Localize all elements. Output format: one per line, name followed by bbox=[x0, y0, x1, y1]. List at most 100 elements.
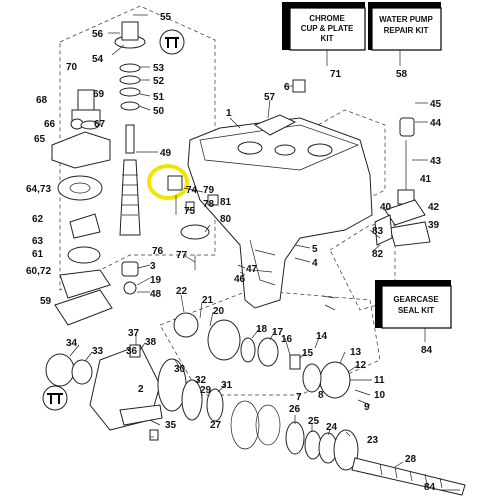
center-hardware bbox=[175, 194, 219, 270]
kit-ref-58: 58 bbox=[396, 69, 408, 80]
callout-label: 37 bbox=[128, 328, 140, 339]
water-pump-repair-kit: WATER PUMP REPAIR KIT 58 bbox=[368, 2, 442, 80]
callout-label: 82 bbox=[372, 249, 384, 260]
callout-label: 17 bbox=[272, 327, 284, 338]
kit-title-2: REPAIR KIT bbox=[384, 26, 429, 35]
callout-label: 33 bbox=[92, 346, 104, 357]
kit-ref-71: 71 bbox=[330, 69, 342, 80]
callout-label: 20 bbox=[213, 306, 225, 317]
callout-label: 1 bbox=[226, 108, 232, 119]
callout-label: 61 bbox=[32, 249, 44, 260]
callout-label: 84 bbox=[424, 482, 436, 493]
callout-label: 74 bbox=[186, 185, 198, 196]
callout-label: 9 bbox=[364, 402, 370, 413]
callout-label: 28 bbox=[405, 454, 417, 465]
callout-label: 55 bbox=[160, 12, 172, 23]
callout-label: 22 bbox=[176, 286, 188, 297]
callout-label: 16 bbox=[281, 334, 293, 345]
callout-label: 44 bbox=[430, 118, 442, 129]
callout-label: 60,72 bbox=[26, 266, 51, 277]
callout-label: 65 bbox=[34, 134, 46, 145]
leader-lines bbox=[69, 14, 460, 491]
callout-label: 32 bbox=[195, 375, 207, 386]
callout-label: 34 bbox=[66, 338, 78, 349]
callout-label: 43 bbox=[430, 156, 442, 167]
callout-label: 10 bbox=[374, 390, 386, 401]
callout-label: 8 bbox=[318, 390, 324, 401]
callout-label: 80 bbox=[220, 214, 232, 225]
callout-label: 15 bbox=[302, 348, 314, 359]
callout-label: 29 bbox=[200, 385, 212, 396]
highlight-ring bbox=[147, 164, 189, 200]
callout-label: 11 bbox=[374, 375, 385, 386]
callout-label: 46 bbox=[234, 274, 246, 285]
gearcase-housing bbox=[187, 117, 373, 309]
callout-label: 78 bbox=[203, 199, 215, 210]
pump-stack bbox=[114, 21, 146, 295]
callout-label: 4 bbox=[312, 258, 318, 269]
callout-label: 12 bbox=[355, 360, 367, 371]
callout-label: 77 bbox=[176, 250, 188, 261]
callout-label: 49 bbox=[160, 148, 172, 159]
callout-label: 64,73 bbox=[26, 184, 51, 195]
callout-labels: 55 56 54 53 52 51 50 70 69 68 66 67 65 6… bbox=[26, 12, 442, 493]
callout-label: 31 bbox=[221, 380, 233, 391]
chrome-cup-plate-kit: CHROME CUP & PLATE KIT 71 bbox=[282, 2, 366, 80]
callout-label: 39 bbox=[428, 220, 440, 231]
water-pump-parts bbox=[51, 89, 113, 326]
highlighted-part-74 bbox=[147, 164, 189, 200]
seal-icon-callouts bbox=[42, 29, 185, 411]
callout-label: 23 bbox=[367, 435, 379, 446]
callout-label: 13 bbox=[350, 347, 362, 358]
kit-title-3: KIT bbox=[321, 34, 334, 43]
callout-label: 45 bbox=[430, 99, 442, 110]
callout-label: 52 bbox=[153, 76, 165, 87]
callout-label: 36 bbox=[126, 346, 138, 357]
callout-label: 79 bbox=[203, 185, 215, 196]
callout-label: 5 bbox=[312, 244, 318, 255]
callout-label: 62 bbox=[32, 214, 44, 225]
callout-label: 6 bbox=[284, 82, 290, 93]
callout-label: 35 bbox=[165, 420, 177, 431]
callout-label: 57 bbox=[264, 92, 276, 103]
kit-title-2: CUP & PLATE bbox=[301, 24, 354, 33]
callout-label: 30 bbox=[174, 364, 186, 375]
pump-group-outline bbox=[59, 5, 216, 291]
callout-label: 70 bbox=[66, 62, 78, 73]
callout-label: 63 bbox=[32, 236, 44, 247]
callout-label: 67 bbox=[94, 119, 106, 130]
callout-label: 18 bbox=[256, 324, 268, 335]
callout-label: 56 bbox=[92, 29, 104, 40]
callout-label: 25 bbox=[308, 416, 320, 427]
callout-label: 21 bbox=[202, 295, 214, 306]
callout-label: 68 bbox=[36, 95, 48, 106]
right-side-parts bbox=[253, 79, 431, 247]
callout-label: 7 bbox=[296, 392, 302, 403]
callout-label: 51 bbox=[153, 92, 165, 103]
callout-label: 14 bbox=[316, 331, 328, 342]
callout-label: 59 bbox=[40, 296, 52, 307]
callout-label: 66 bbox=[44, 119, 56, 130]
kit-title-1: GEARCASE bbox=[393, 295, 439, 304]
callout-label: 38 bbox=[145, 337, 157, 348]
kit-ref-84: 84 bbox=[421, 345, 433, 356]
callout-label: 3 bbox=[150, 261, 156, 272]
callout-label: 50 bbox=[153, 106, 165, 117]
callout-label: 48 bbox=[150, 289, 162, 300]
callout-label: 69 bbox=[93, 89, 105, 100]
callout-label: 54 bbox=[92, 54, 104, 65]
callout-label: 19 bbox=[150, 275, 162, 286]
callout-label: 76 bbox=[152, 246, 164, 257]
callout-label: 2 bbox=[138, 384, 144, 395]
kit-title-1: CHROME bbox=[309, 14, 345, 23]
kit-title-1: WATER PUMP bbox=[379, 15, 433, 24]
callout-label: 42 bbox=[428, 202, 440, 213]
callout-label: 24 bbox=[326, 422, 338, 433]
callout-label: 41 bbox=[420, 174, 432, 185]
kit-title-2: SEAL KIT bbox=[398, 306, 434, 315]
callout-label: 40 bbox=[380, 202, 392, 213]
gearcase-seal-kit: GEARCASE SEAL KIT 84 bbox=[375, 280, 452, 356]
lower-gear-assembly bbox=[45, 312, 466, 496]
